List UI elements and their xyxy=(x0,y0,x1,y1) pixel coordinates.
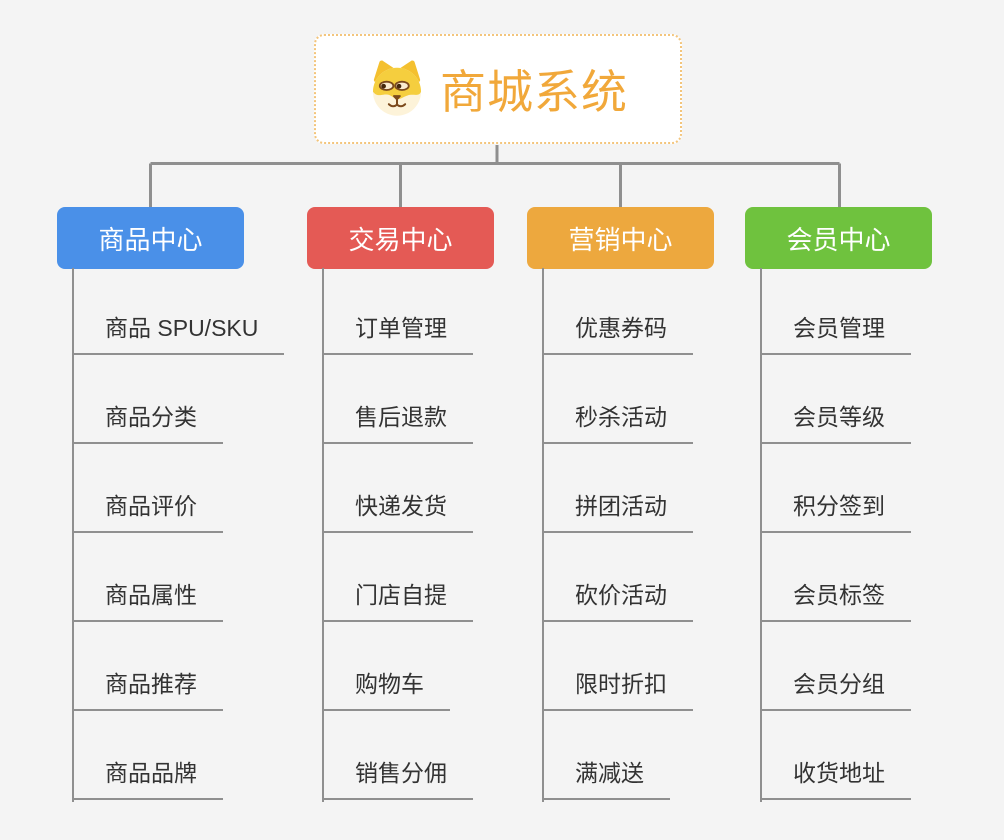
topic-item[interactable]: 订单管理 xyxy=(322,313,473,355)
branch-label: 营销中心 xyxy=(568,224,673,255)
branch-product-center: 商品中心 商品 SPU/SKU 商品分类 商品评价 商品属性 商品推荐 商品品牌 xyxy=(57,207,307,807)
topic-item[interactable]: 商品分类 xyxy=(72,402,223,444)
topic-item[interactable]: 快递发货 xyxy=(322,491,473,533)
branch-member-center: 会员中心 会员管理 会员等级 积分签到 会员标签 会员分组 收货地址 xyxy=(745,207,995,807)
branch-header-trade-center[interactable]: 交易中心 xyxy=(307,207,494,269)
branch-header-member-center[interactable]: 会员中心 xyxy=(745,207,932,269)
branch-label: 商品中心 xyxy=(98,224,203,255)
topic-item[interactable]: 秒杀活动 xyxy=(542,402,693,444)
topic-item[interactable]: 限时折扣 xyxy=(542,669,693,711)
branch-trunk-line xyxy=(322,268,324,802)
topic-item[interactable]: 销售分佣 xyxy=(322,758,473,800)
topic-item[interactable]: 会员标签 xyxy=(760,580,911,622)
topic-item[interactable]: 商品属性 xyxy=(72,580,223,622)
topic-item[interactable]: 购物车 xyxy=(322,669,450,711)
branch-marketing-center: 营销中心 优惠券码 秒杀活动 拼团活动 砍价活动 限时折扣 满减送 xyxy=(527,207,777,807)
topic-item[interactable]: 优惠券码 xyxy=(542,313,693,355)
branch-trade-center: 交易中心 订单管理 售后退款 快递发货 门店自提 购物车 销售分佣 xyxy=(307,207,557,807)
branch-header-product-center[interactable]: 商品中心 xyxy=(57,207,244,269)
branch-label: 交易中心 xyxy=(348,224,453,255)
connector-path xyxy=(149,145,841,207)
branch-trunk-line xyxy=(760,268,762,802)
topic-item[interactable]: 满减送 xyxy=(542,758,670,800)
topic-item[interactable]: 门店自提 xyxy=(322,580,473,622)
shiba-dog-icon xyxy=(372,60,422,116)
topic-item[interactable]: 售后退款 xyxy=(322,402,473,444)
topic-item[interactable]: 收货地址 xyxy=(760,758,911,800)
branch-trunk-line xyxy=(542,268,544,802)
branch-trunk-line xyxy=(72,268,74,802)
topic-item[interactable]: 砍价活动 xyxy=(542,580,693,622)
topic-item[interactable]: 商品品牌 xyxy=(72,758,223,800)
topic-item[interactable]: 商品推荐 xyxy=(72,669,223,711)
branch-label: 会员中心 xyxy=(786,224,891,255)
topic-item[interactable]: 拼团活动 xyxy=(542,491,693,533)
topic-item[interactable]: 积分签到 xyxy=(760,491,911,533)
root-topic[interactable]: 商城系统 xyxy=(314,34,682,144)
topic-item[interactable]: 商品 SPU/SKU xyxy=(72,313,285,355)
topic-item[interactable]: 会员等级 xyxy=(760,402,911,444)
root-title: 商城系统 xyxy=(440,66,628,118)
topic-item[interactable]: 会员管理 xyxy=(760,313,911,355)
branch-header-marketing-center[interactable]: 营销中心 xyxy=(527,207,714,269)
topic-item[interactable]: 会员分组 xyxy=(760,669,911,711)
topic-item[interactable]: 商品评价 xyxy=(72,491,223,533)
